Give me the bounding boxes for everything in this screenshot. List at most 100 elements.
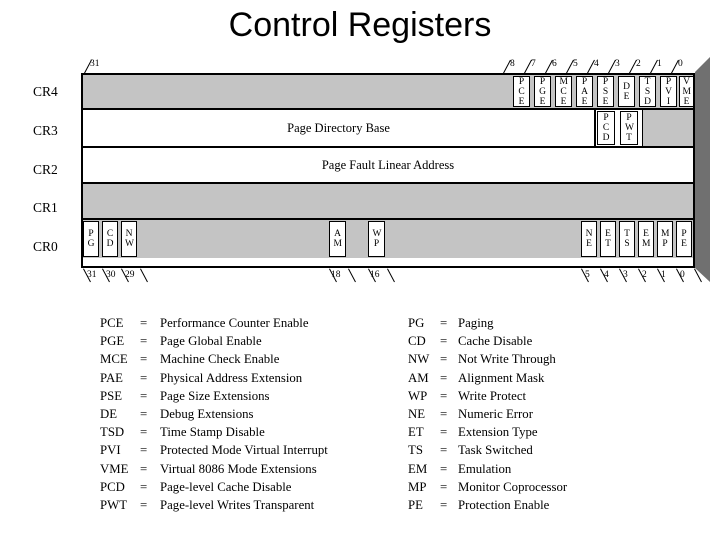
bit-cell-pge: PGE (534, 76, 551, 107)
legend-abbr: ET (408, 425, 424, 440)
page-fault-linear-address-field: Page Fault Linear Address (321, 157, 455, 172)
top-bit-4: 4 (594, 59, 599, 69)
bit-cell-pe: PE (676, 221, 692, 257)
legend-abbr: PAE (100, 370, 124, 385)
legend-desc: Emulation (458, 461, 512, 476)
bottom-bit-5: 5 (585, 270, 590, 280)
legend-desc: Time Stamp Disable (160, 425, 265, 440)
box-shadow-edge (695, 57, 710, 282)
top-bit-3: 3 (615, 59, 620, 69)
bottom-bit-29: 29 (125, 270, 135, 280)
register-box: PCE PGE MCE PAE PSE DE TSD PVI VME Page … (81, 73, 695, 268)
bit-cell-pce: PCE (513, 76, 530, 107)
legend-abbr: WP (408, 388, 428, 403)
legend-desc: Physical Address Extension (160, 370, 303, 385)
legend-abbr: PVI (100, 443, 121, 458)
tick (348, 268, 356, 283)
legend-left-column: PCE=Performance Counter Enable PGE=Page … (100, 316, 328, 512)
bottom-bit-3: 3 (623, 270, 628, 280)
top-bit-7: 7 (531, 59, 536, 69)
bit-cell-em: EM (638, 221, 654, 257)
legend-desc: Performance Counter Enable (160, 316, 309, 330)
legend-desc: Write Protect (458, 388, 527, 403)
register-label-cr2: CR2 (33, 162, 58, 177)
register-row-cr2: Page Fault Linear Address (83, 148, 693, 184)
legend-abbr: PGE (100, 334, 125, 349)
bit-cell-pvi: PVI (660, 76, 677, 107)
legend-abbr: PWT (100, 497, 128, 512)
legend-abbr: DE (100, 406, 118, 421)
legend-abbr: PG (408, 316, 425, 330)
bit-cell-cd: CD (102, 221, 118, 257)
bit-cell-mce: MCE (555, 76, 572, 107)
legend-desc: Cache Disable (458, 334, 533, 349)
top-bit-31: 31 (90, 59, 100, 69)
bottom-bit-1: 1 (661, 270, 666, 280)
legend-desc: Protected Mode Virtual Interrupt (160, 443, 328, 458)
bit-cell-ts: TS (619, 221, 635, 257)
legend-desc: Page-level Cache Disable (160, 479, 292, 494)
legend-abbr: PCD (100, 479, 125, 494)
bit-cell-pwt: PWT (620, 111, 638, 145)
legend-desc: Machine Check Enable (160, 352, 280, 367)
bottom-bit-30: 30 (106, 270, 116, 280)
legend-desc: Page Size Extensions (160, 388, 270, 403)
bit-cell-pg: PG (83, 221, 99, 257)
legend-desc: Page Global Enable (160, 334, 262, 349)
legend-abbr: NW (408, 352, 430, 367)
top-bit-5: 5 (573, 59, 578, 69)
legend-desc: Debug Extensions (160, 406, 254, 421)
bottom-bit-2: 2 (642, 270, 647, 280)
register-label-cr0: CR0 (33, 239, 58, 254)
top-bit-1: 1 (657, 59, 662, 69)
reserved-field (642, 110, 693, 146)
bit-cell-ne: NE (581, 221, 597, 257)
legend-desc: Not Write Through (458, 352, 556, 367)
bottom-bit-4: 4 (604, 270, 609, 280)
bit-cell-am: AM (329, 221, 346, 257)
bit-cell-tsd: TSD (639, 76, 656, 107)
bit-cell-vme: VME (679, 76, 694, 107)
top-bit-6: 6 (552, 59, 557, 69)
top-bit-0: 0 (678, 59, 683, 69)
bit-cell-wp: WP (368, 221, 385, 257)
register-row-cr0: PG CD NW AM WP NE ET TS EM MP PE (83, 220, 693, 258)
legend-abbr: EM (408, 461, 428, 476)
legend-abbr: PSE (100, 388, 123, 403)
legend-abbr: CD (408, 334, 426, 349)
legend-desc: Alignment Mask (458, 370, 545, 385)
legend-abbr: MP (408, 479, 427, 494)
legend-abbr: PE (408, 497, 423, 512)
register-row-cr3: Page Directory Base PCD PWT (83, 110, 693, 148)
bottom-bit-18: 18 (331, 270, 341, 280)
legend-abbr: AM (408, 370, 429, 385)
legend-desc: Protection Enable (458, 497, 550, 512)
legend-desc: Monitor Coprocessor (458, 479, 568, 494)
register-row-cr1 (83, 184, 693, 220)
bottom-bit-0: 0 (680, 270, 685, 280)
legend-abbr: TSD (100, 425, 125, 440)
bit-cell-de: DE (618, 76, 635, 107)
bit-cell-pcd: PCD (597, 111, 615, 145)
legend-abbr: MCE (100, 352, 128, 367)
legend-abbr: TS (408, 443, 423, 458)
register-row-cr4: PCE PGE MCE PAE PSE DE TSD PVI VME (83, 75, 694, 110)
register-label-cr1: CR1 (33, 200, 58, 215)
legend-abbr: PCE (100, 316, 124, 330)
legend-abbr: NE (408, 406, 426, 421)
bottom-bit-16: 16 (370, 270, 380, 280)
page-directory-base-field: Page Directory Base (83, 110, 596, 146)
tick (140, 268, 148, 283)
page-title: Control Registers (228, 6, 492, 44)
bit-cell-et: ET (600, 221, 616, 257)
legend-desc: Extension Type (458, 425, 538, 440)
bit-cell-pae: PAE (576, 76, 593, 107)
bit-cell-pse: PSE (597, 76, 614, 107)
register-label-cr4: CR4 (33, 84, 58, 99)
top-bit-8: 8 (510, 59, 515, 69)
bit-cell-nw: NW (121, 221, 137, 257)
register-label-cr3: CR3 (33, 123, 58, 138)
bit-cell-mp: MP (657, 221, 673, 257)
tick (387, 268, 395, 283)
